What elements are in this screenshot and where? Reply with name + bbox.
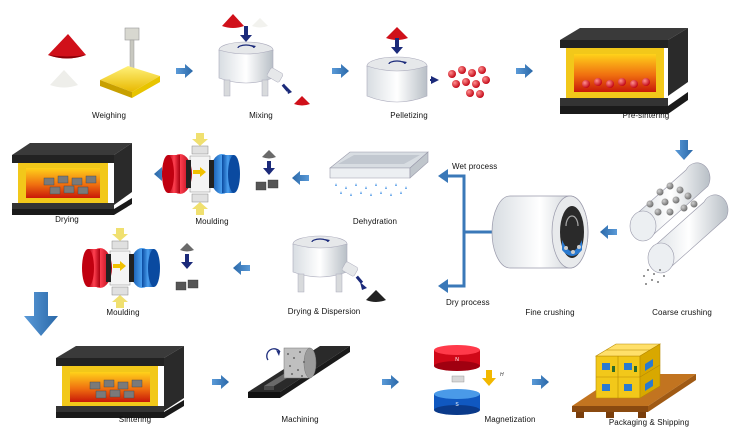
pallet-icon <box>572 343 696 418</box>
flow-arrow-down <box>24 292 58 336</box>
flow-arrow <box>438 169 448 183</box>
process-branch-arrows <box>446 174 496 288</box>
label-fine-crushing: Fine crushing <box>525 308 575 317</box>
flow-arrow <box>176 64 193 78</box>
flow-arrow <box>600 225 617 239</box>
spray-dryer-icon <box>292 235 386 302</box>
label-moulding-dry: Moulding <box>106 308 140 317</box>
mixer-icon <box>218 14 310 106</box>
flow-arrow <box>332 64 349 78</box>
flow-arrow <box>292 171 309 185</box>
label-wet-process: Wet process <box>452 162 498 171</box>
pelletizer-icon <box>366 27 490 103</box>
label-drying: Drying <box>55 215 79 224</box>
flow-arrow <box>233 261 250 275</box>
flow-arrow <box>212 375 229 389</box>
label-coarse-crushing: Coarse crushing <box>652 308 712 317</box>
label-drying-dispersion: Drying & Dispersion <box>287 307 361 316</box>
furnace-icon <box>560 28 688 114</box>
label-presintering: Pre-sintering <box>622 111 670 120</box>
sintering-furnace-icon <box>56 346 184 418</box>
label-pelletizing: Pelletizing <box>390 111 428 120</box>
label-dehydration: Dehydration <box>352 217 398 226</box>
press-icon <box>162 133 240 215</box>
compacts-icon <box>175 243 199 291</box>
flow-arrow <box>382 375 399 389</box>
machining-icon <box>248 346 350 398</box>
label-sintering: Sintering <box>118 415 152 424</box>
flow-arrow <box>438 279 448 293</box>
label-dry-process: Dry process <box>446 298 490 307</box>
north-pole-label: N <box>455 357 459 363</box>
field-label: H <box>500 372 504 378</box>
label-weighing: Weighing <box>91 111 127 120</box>
label-mixing: Mixing <box>249 111 273 120</box>
weighing-icon <box>48 27 160 98</box>
press-icon <box>82 228 160 308</box>
crusher-icon <box>629 162 729 285</box>
dehydration-icon <box>329 151 429 196</box>
drying-furnace-icon <box>12 143 132 215</box>
ball-mill-icon <box>491 195 589 269</box>
magnet-icon: N S H <box>434 345 504 415</box>
flow-arrow <box>532 375 549 389</box>
flow-arrow <box>675 140 693 160</box>
flow-arrow <box>516 64 533 78</box>
compacts-icon <box>255 150 279 191</box>
label-magnetization: Magnetization <box>484 415 536 424</box>
south-pole-label: S <box>455 402 459 408</box>
label-machining: Machining <box>281 415 319 424</box>
label-moulding-wet: Moulding <box>195 217 229 226</box>
label-packaging: Packaging & Shipping <box>608 418 690 427</box>
